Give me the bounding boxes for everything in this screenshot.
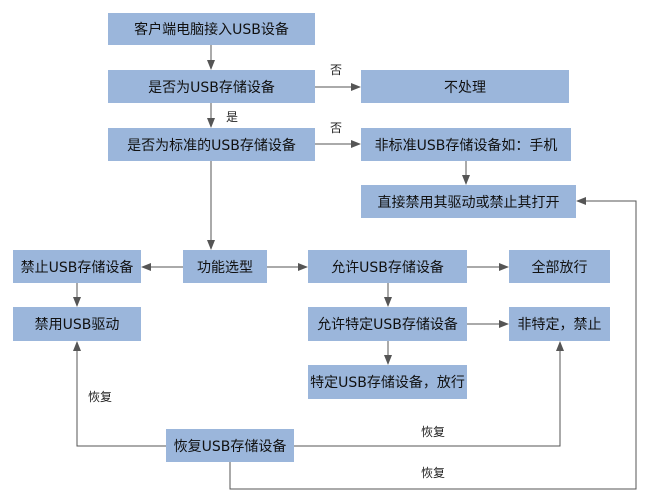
node-allow-specific: 允许特定USB存储设备 <box>308 307 467 341</box>
label-restore-bottom: 恢复 <box>421 466 446 480</box>
node-nonstandard-storage: 非标准USB存储设备如：手机 <box>361 128 571 161</box>
node-disable-driver: 禁用USB驱动 <box>13 307 141 341</box>
node-is-usb-storage: 是否为USB存储设备 <box>108 70 315 103</box>
edge-restore-to-nonspecific <box>294 341 564 447</box>
node-connect-usb: 客户端电脑接入USB设备 <box>108 13 315 45</box>
label-no-storage: 否 <box>330 63 343 77</box>
node-restore-storage: 恢复USB存储设备 <box>166 429 294 462</box>
node-specific-pass: 特定USB存储设备，放行 <box>308 365 467 399</box>
node-nonspecific-forbid: 非特定，禁止 <box>509 307 610 341</box>
node-no-process: 不处理 <box>361 70 569 103</box>
node-allow-all: 全部放行 <box>509 250 610 283</box>
node-is-standard-storage: 是否为标准的USB存储设备 <box>108 128 315 161</box>
edge-restore-to-disable-driver <box>73 341 166 447</box>
node-forbid-storage: 禁止USB存储设备 <box>13 250 141 283</box>
label-restore-left: 恢复 <box>88 390 113 404</box>
label-restore-right: 恢复 <box>421 425 446 439</box>
label-yes-storage: 是 <box>226 110 239 124</box>
node-allow-storage: 允许USB存储设备 <box>308 250 467 283</box>
edge-restore-to-disable-or-block <box>229 197 637 490</box>
node-disable-or-block: 直接禁用其驱动或禁止其打开 <box>361 185 576 218</box>
node-function-select: 功能选型 <box>183 250 267 283</box>
label-no-standard: 否 <box>330 121 343 135</box>
